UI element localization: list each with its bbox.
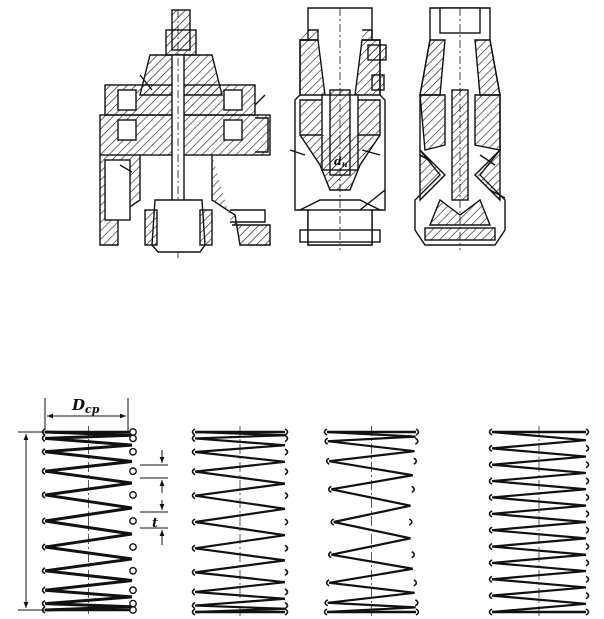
valve-section-1 <box>99 9 271 258</box>
pitch-t-label: t <box>152 516 158 531</box>
spring-cylindrical <box>191 426 289 616</box>
valve-section-2 <box>289 7 387 250</box>
wire-section-circle <box>129 599 137 608</box>
height-dimension <box>18 431 45 611</box>
wire-section-circle <box>129 517 137 525</box>
wire-section-circle <box>129 491 137 499</box>
wire-section-circle <box>129 447 137 456</box>
springs-group <box>41 426 590 616</box>
valve-section-3 <box>414 7 506 250</box>
wire-section-circle <box>129 586 137 595</box>
spring-cylindrical-dense <box>41 426 137 614</box>
wire-section-circle <box>129 606 137 614</box>
wire-section-circle <box>129 566 137 575</box>
wire-section-circle <box>129 434 137 443</box>
d-label: dн <box>334 155 348 169</box>
spring-uniform <box>488 426 590 616</box>
spring-hourglass <box>323 426 420 616</box>
dcp-label: Dcp <box>71 396 100 416</box>
wire-section-circle <box>129 467 137 476</box>
pitch-dimensions <box>140 450 168 545</box>
dcp-dimension <box>44 398 129 432</box>
wire-section-circle <box>129 543 137 551</box>
wire-section-circle <box>129 428 137 436</box>
spring-coil-ends <box>488 428 590 616</box>
spring-coil-ends <box>323 428 420 616</box>
spring-coil-ends <box>191 428 289 616</box>
